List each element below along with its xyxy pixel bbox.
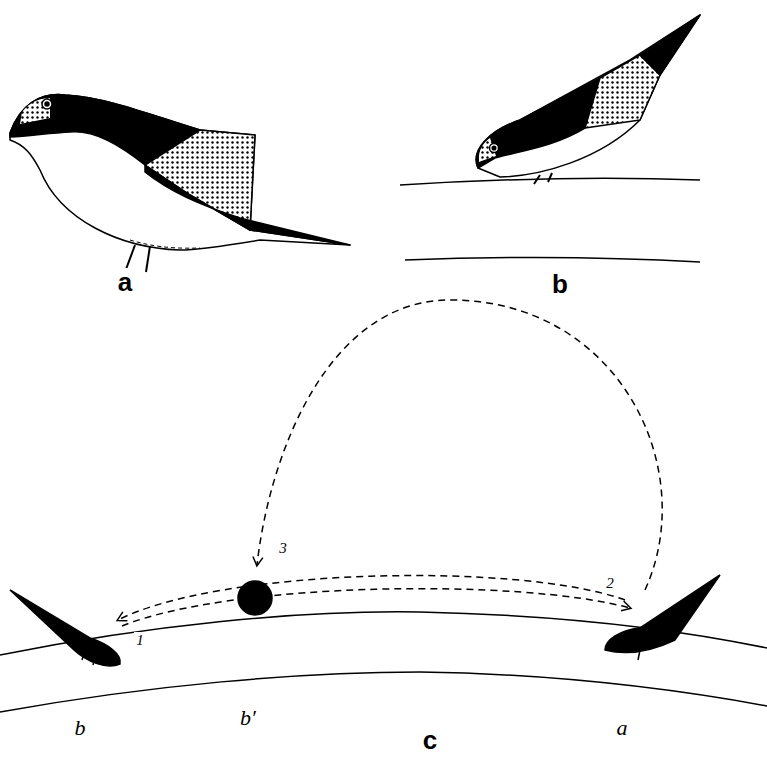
callout-number: 3 — [277, 540, 289, 557]
bird-b — [400, 15, 700, 262]
point-label: a — [615, 716, 630, 740]
point-label: b — [73, 716, 88, 740]
bird-a — [10, 95, 350, 272]
callout-number: 1 — [134, 632, 146, 649]
panel-label: b — [550, 270, 570, 298]
callout-number: 2 — [604, 575, 616, 592]
point-label: b′ — [238, 706, 258, 730]
panel-label: c — [421, 726, 439, 754]
panel-label: a — [116, 268, 134, 296]
panel-c — [0, 300, 767, 712]
